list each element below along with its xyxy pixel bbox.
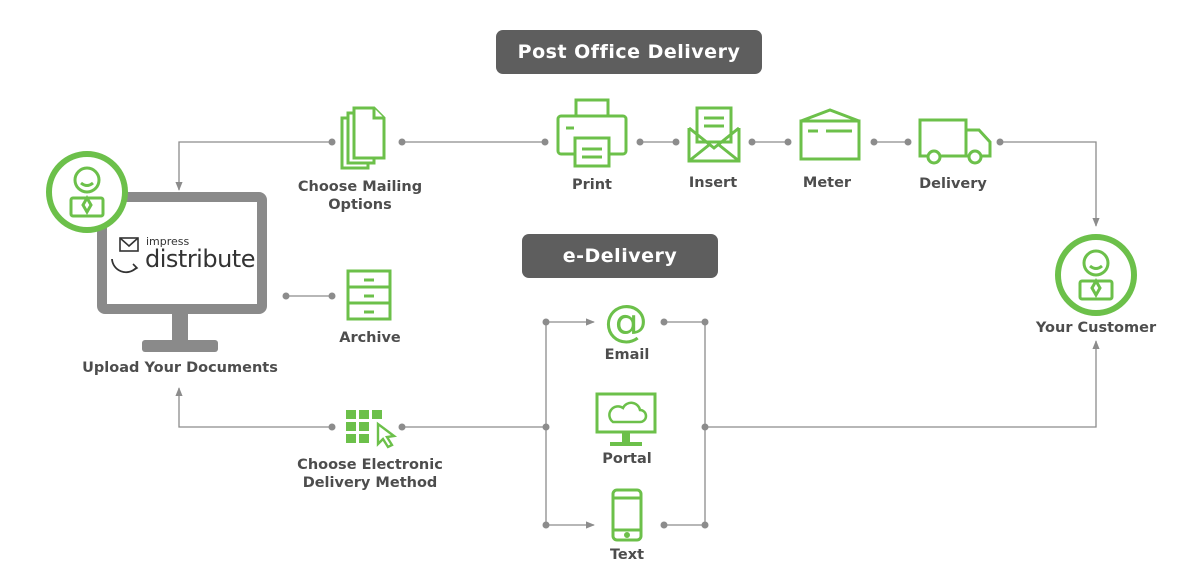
archive-label: Archive	[339, 330, 401, 346]
connector-upload-to-mailing	[175, 141, 332, 191]
logo-small-text: impress	[146, 235, 190, 248]
envelope-icon	[799, 108, 861, 161]
svg-text:@: @	[604, 296, 648, 347]
document-stack-icon	[340, 106, 386, 170]
printer-icon	[556, 98, 628, 168]
connector-dots	[282, 138, 1004, 529]
customer-label: Your Customer	[1035, 320, 1157, 336]
mailing-label-line2: Options	[328, 197, 392, 213]
grid-cursor-icon	[346, 410, 398, 449]
connector-merge-to-customer	[705, 340, 1100, 428]
customer-avatar-icon	[1055, 234, 1137, 316]
meter-label: Meter	[802, 175, 852, 191]
electronic-label-line1: Choose Electronic	[297, 457, 443, 473]
electronic-label-line2: Delivery Method	[302, 475, 438, 491]
post-office-delivery-banner: Post Office Delivery	[496, 30, 762, 74]
cloud-monitor-icon	[595, 392, 657, 446]
delivery-label: Delivery	[919, 176, 987, 192]
mailing-label-line1: Choose Mailing	[297, 179, 423, 195]
text-label: Text	[609, 547, 645, 563]
email-label: Email	[604, 347, 650, 363]
truck-icon	[918, 118, 992, 165]
at-sign-icon: @	[604, 296, 648, 347]
envelope-letter-icon	[687, 106, 741, 163]
e-delivery-banner: e-Delivery	[522, 234, 718, 278]
connectors	[175, 141, 1100, 529]
upload-label: Upload Your Documents	[82, 360, 278, 376]
connector-delivery-to-customer	[1000, 141, 1100, 227]
insert-label: Insert	[688, 175, 738, 191]
connector-upload-to-electronic	[175, 387, 332, 428]
print-label: Print	[571, 177, 612, 193]
sender-avatar-icon	[46, 151, 128, 233]
logo-envelope-icon	[111, 237, 139, 274]
filing-cabinet-icon	[346, 269, 392, 321]
smartphone-icon	[611, 488, 643, 542]
monitor-icon	[97, 192, 267, 352]
logo-big-text: distribute	[145, 245, 255, 273]
portal-label: Portal	[602, 451, 652, 467]
